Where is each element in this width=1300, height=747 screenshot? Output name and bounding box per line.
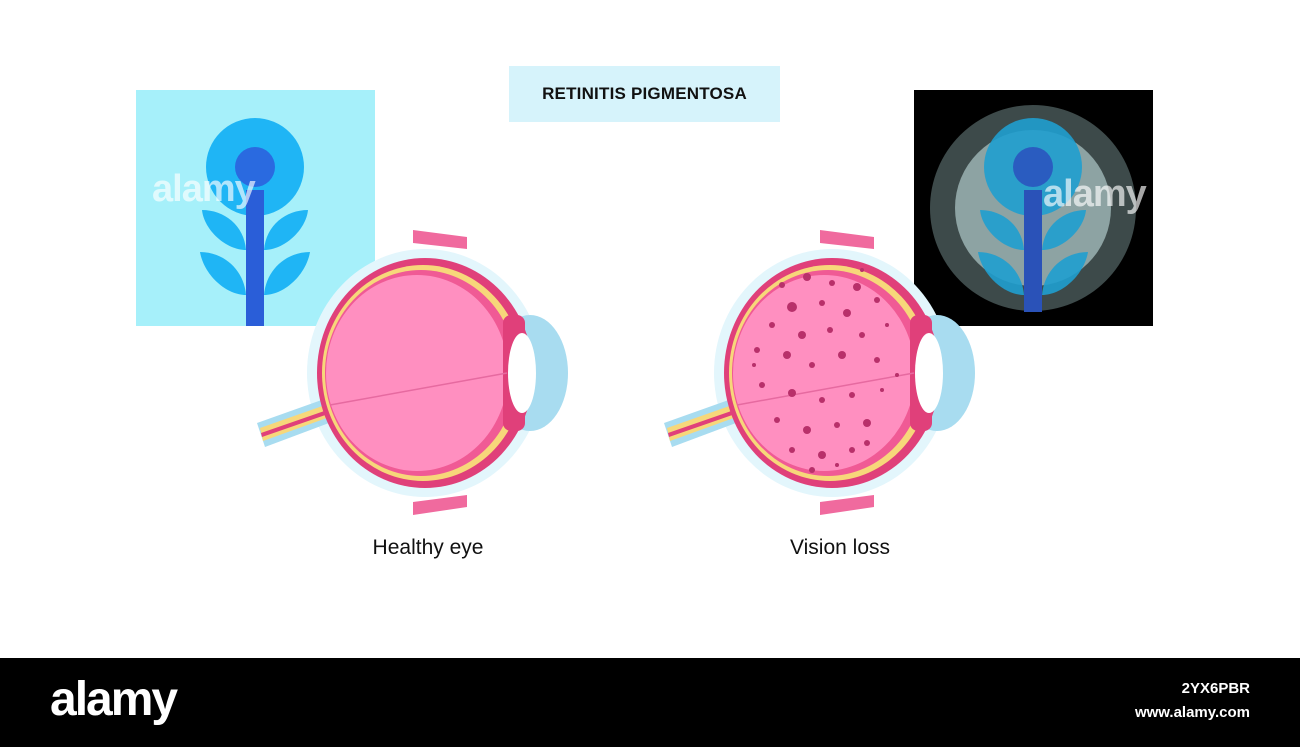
title-banner: RETINITIS PIGMENTOSA	[509, 66, 780, 122]
pigment-spots	[752, 268, 899, 473]
blurred-flower-icon	[930, 105, 1136, 312]
eye-cross-section-icon	[664, 230, 975, 515]
site-url: www.alamy.com	[1134, 704, 1250, 721]
eye-cross-section-icon	[257, 230, 568, 515]
healthy-eye-caption: Healthy eye	[372, 536, 484, 559]
footer-bar: alamy 2YX6PBR www.alamy.com	[0, 658, 1300, 747]
flower-icon	[200, 118, 310, 326]
healthy-eye-diagram	[255, 225, 580, 520]
vision-loss-panel	[914, 90, 1153, 326]
page-title: RETINITIS PIGMENTOSA	[542, 84, 747, 103]
healthy-vision-panel	[136, 90, 375, 326]
image-id: 2YX6PBR	[1181, 680, 1250, 697]
alamy-logo: alamy	[50, 673, 178, 726]
watermark-right: alamy	[1043, 173, 1147, 215]
vision-loss-eye-diagram	[662, 225, 987, 520]
watermark-left: alamy	[152, 168, 256, 210]
vision-loss-caption: Vision loss	[790, 536, 890, 559]
